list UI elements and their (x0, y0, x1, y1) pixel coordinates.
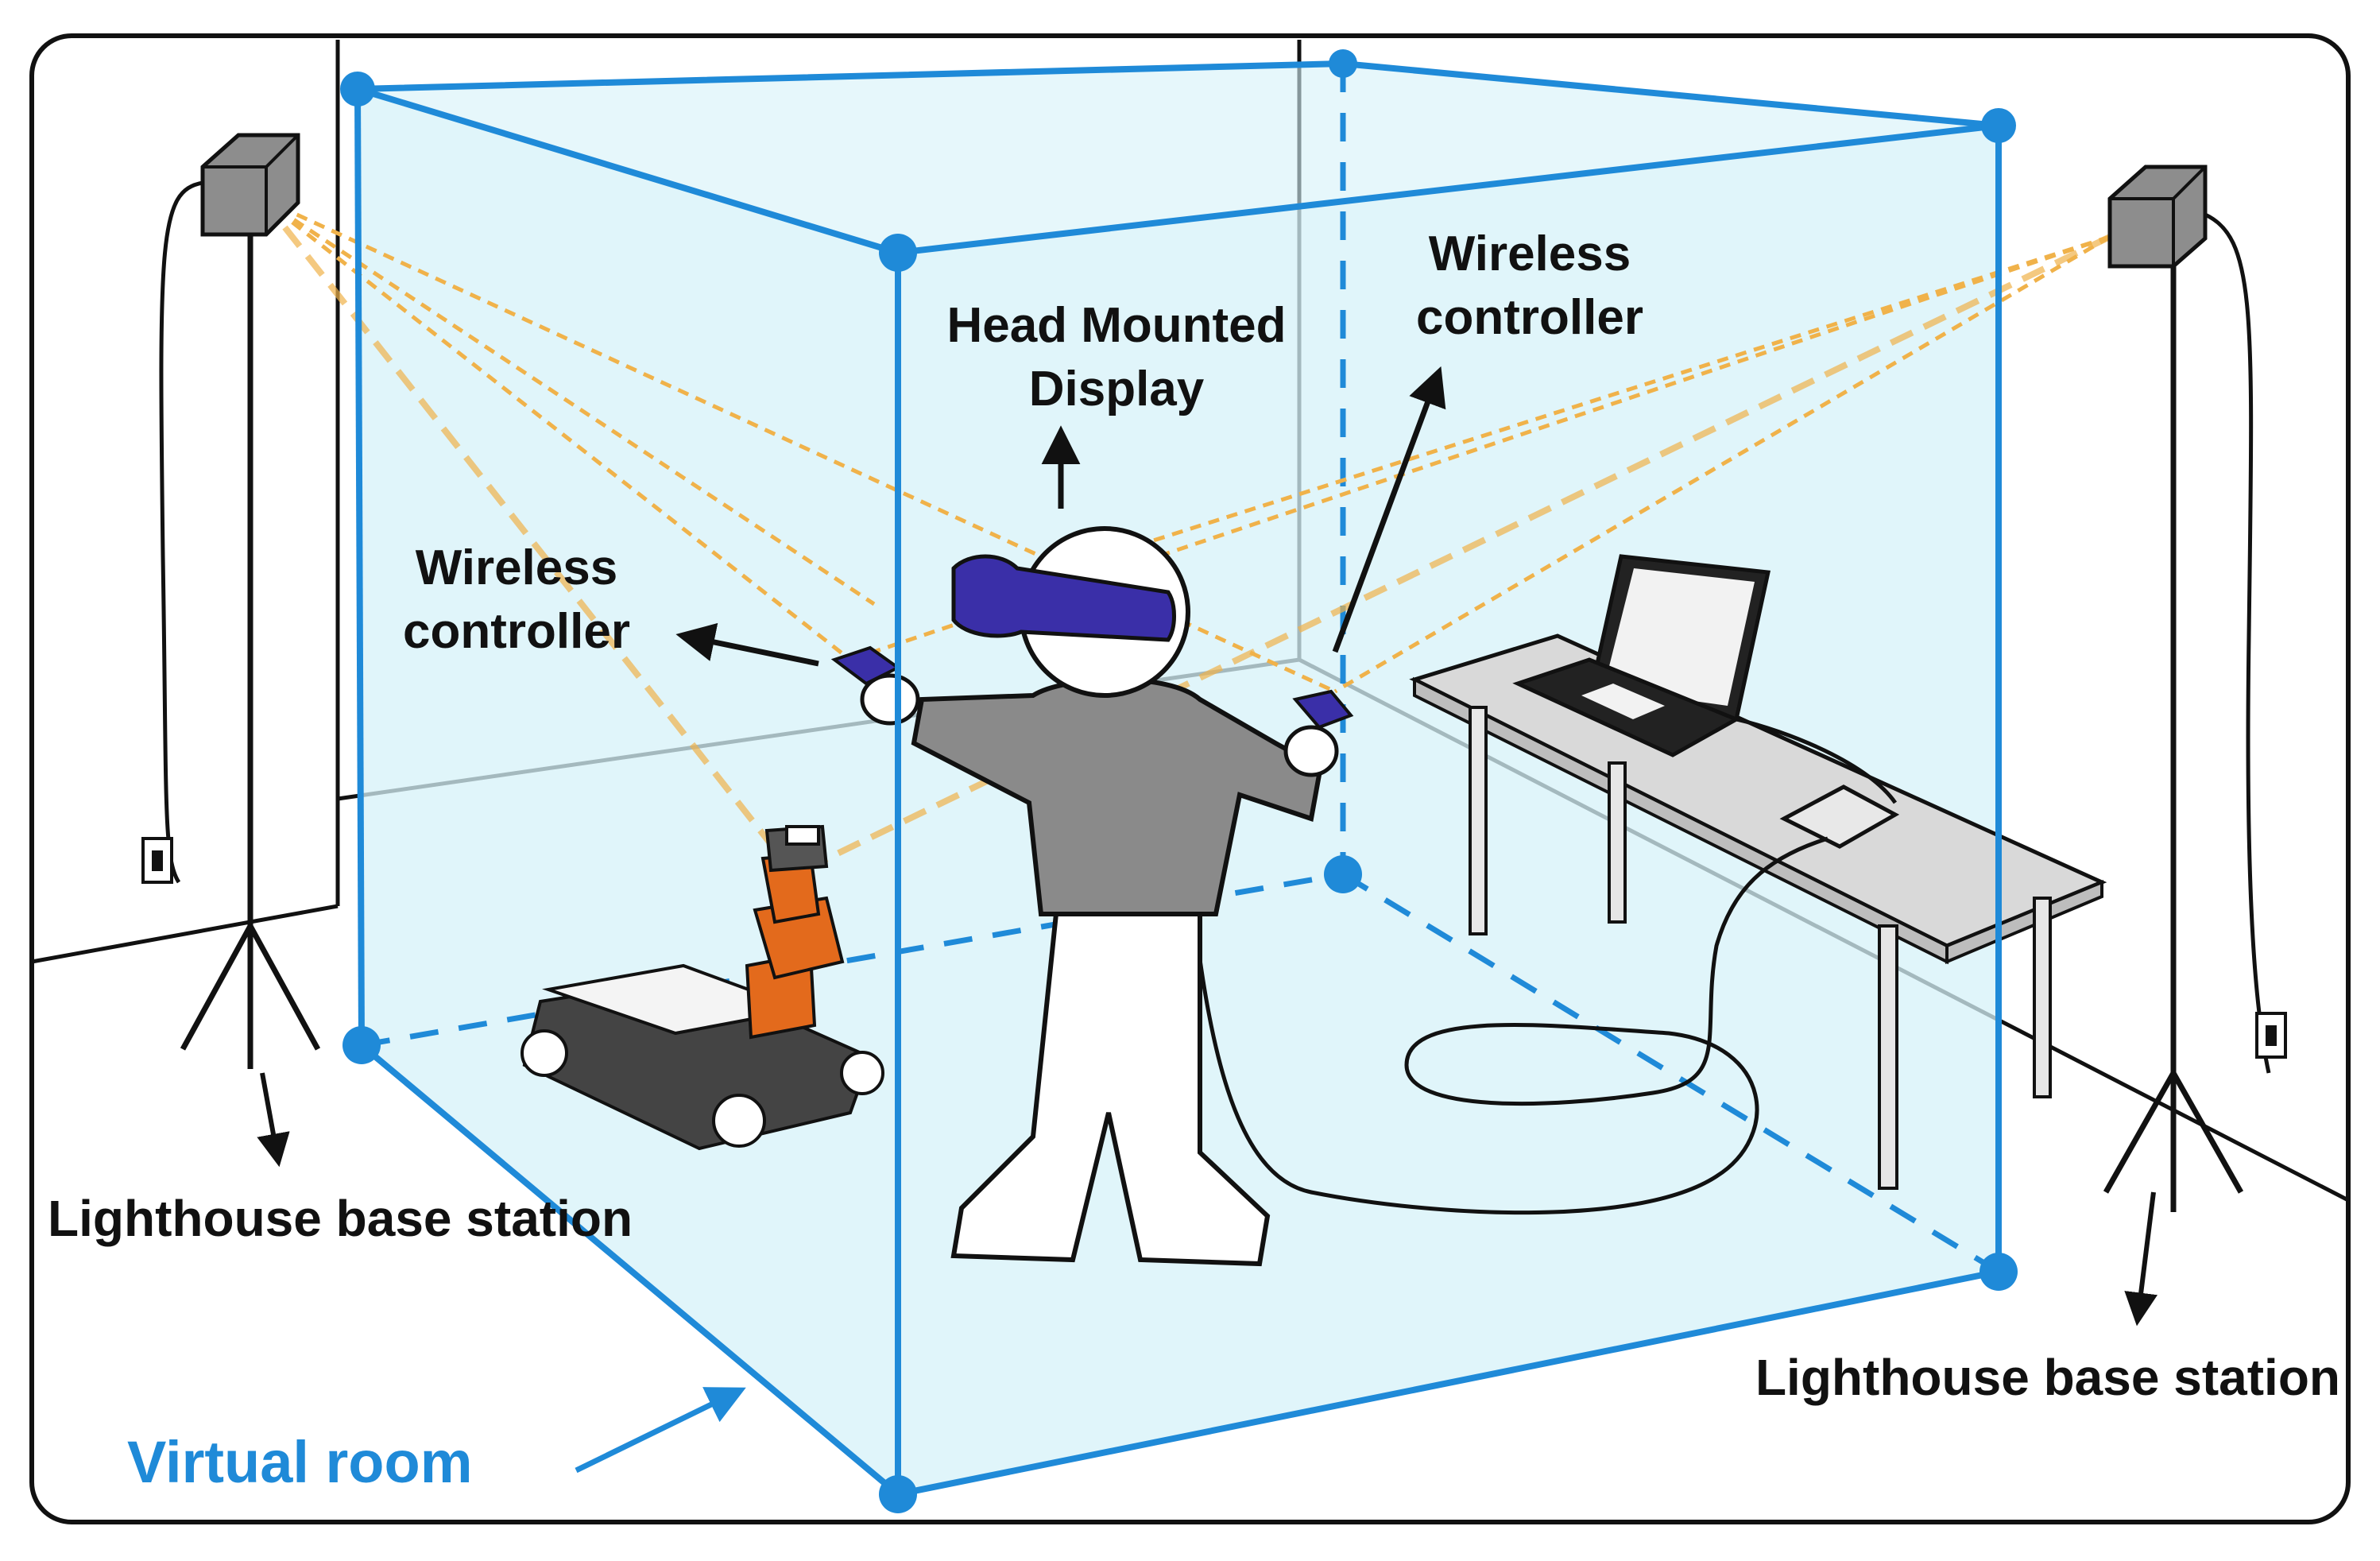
label-lighthouse-base-station-right: Lighthouse base station (1755, 1349, 2340, 1406)
right-wireless-controller (1292, 689, 1354, 730)
annotation-arrows (675, 366, 1446, 667)
beam-right-to-controller (1333, 234, 2111, 694)
lighthouse-right-cable (2204, 212, 2271, 1074)
label-virtual-room: Virtual room (127, 1429, 473, 1495)
virtual-room-left-face (358, 89, 898, 1494)
arrow-to-left-controller-label (675, 622, 819, 667)
virtual-room-corners (340, 49, 2018, 1513)
table-with-laptop (1409, 554, 2107, 1190)
head-mounted-display (951, 554, 1176, 642)
mobile-robot-with-arm (521, 824, 884, 1151)
label-wireless-controller-left-line1: Wireless (416, 540, 617, 595)
arrow-virtual-room (575, 1387, 746, 1474)
lighthouse-base-station-right (2103, 165, 2287, 1327)
tether-cable (1190, 836, 1829, 1215)
lighthouse-left-arrow (257, 1072, 290, 1168)
label-wireless-controller-right-line1: Wireless (1429, 227, 1631, 281)
beam-left-to-hmd (261, 196, 876, 606)
user-legs (950, 904, 1271, 1267)
lighthouse-base-station-left (141, 133, 321, 1168)
user-left-hand (860, 673, 920, 726)
user-right-hand (1283, 725, 1339, 777)
label-head-mounted-display-line2: Display (1029, 362, 1205, 416)
beam-left-to-robot (259, 196, 798, 877)
virtual-room-top-face (358, 64, 1999, 253)
arrow-to-right-controller-label (1332, 366, 1446, 653)
vr-user (830, 526, 1354, 1267)
virtual-room-hidden-left-floor-edge (361, 871, 1344, 1048)
label-wireless-controller-right-line2: controller (1416, 290, 1643, 345)
left-floor-line (31, 904, 339, 964)
lighthouse-right-arrow (2124, 1191, 2158, 1327)
label-wireless-controller-left-line2: controller (403, 604, 630, 659)
link-box (1779, 784, 1900, 849)
label-lighthouse-base-station-left: Lighthouse base station (48, 1190, 633, 1247)
label-head-mounted-display-line1: Head Mounted (946, 298, 1286, 353)
